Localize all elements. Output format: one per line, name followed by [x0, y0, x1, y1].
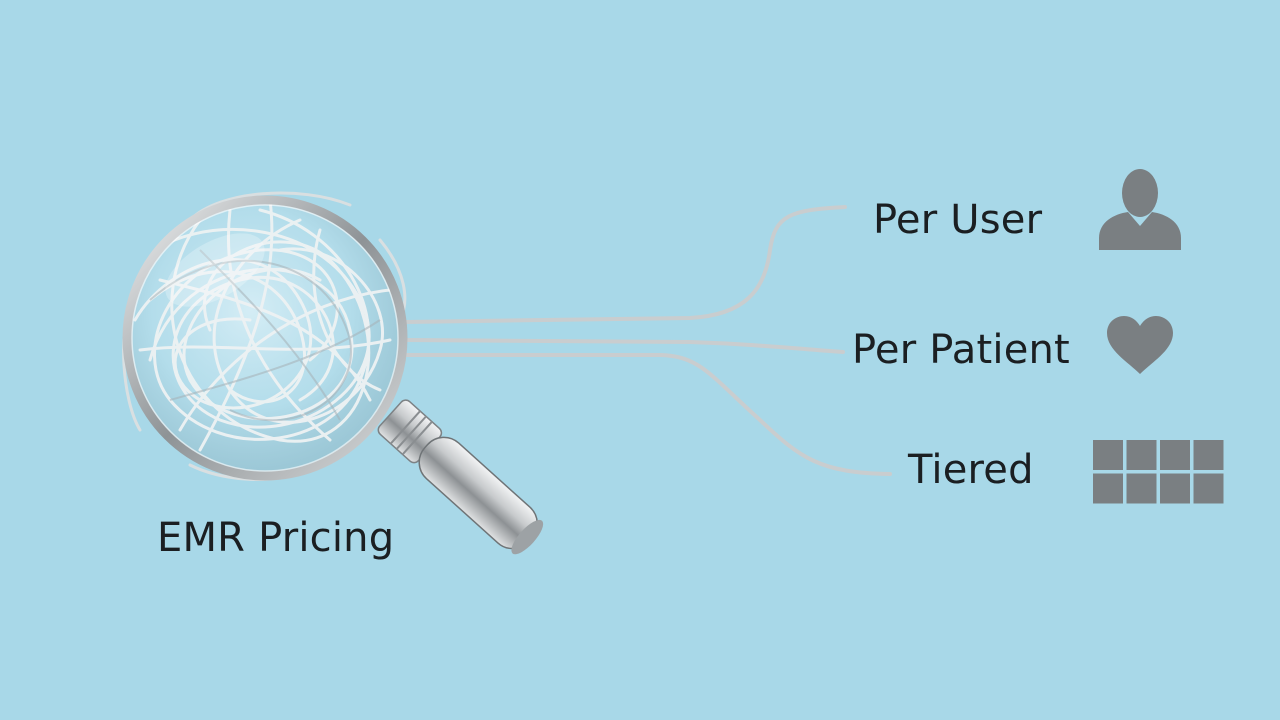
grid-icon-cell	[1093, 473, 1123, 504]
center-label: EMR Pricing	[157, 515, 395, 561]
grid-icon-cell	[1160, 440, 1190, 470]
magnifying-glass-icon	[122, 191, 544, 555]
connector-lines	[403, 205, 892, 476]
grid-icon-cell	[1193, 440, 1224, 470]
grid-icon	[1093, 440, 1224, 504]
connector-per-user	[403, 205, 847, 324]
branch-label-per-user: Per User	[873, 197, 1043, 243]
grid-icon-cell	[1093, 440, 1123, 470]
grid-icon-cell	[1126, 473, 1157, 504]
heart-icon	[1107, 316, 1173, 374]
grid-icon-cell	[1126, 440, 1157, 470]
grid-icon-cell	[1193, 473, 1224, 504]
connector-per-patient	[403, 338, 845, 354]
grid-icon-cell	[1160, 473, 1190, 504]
branch-label-tiered: Tiered	[908, 447, 1034, 493]
branch-label-per-patient: Per Patient	[852, 327, 1070, 373]
connector-tiered	[403, 353, 892, 476]
user-icon	[1099, 169, 1181, 250]
